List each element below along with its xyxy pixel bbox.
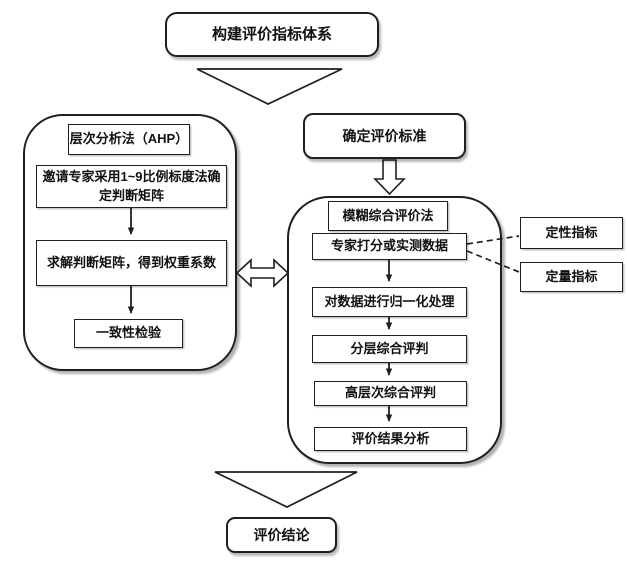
node-build-evaluation-index-system: 构建评价指标体系 <box>165 12 379 57</box>
top-down-triangle-icon <box>196 68 343 105</box>
criteria-block-arrow-down-icon <box>373 159 406 196</box>
fuzzy-step-layered-evaluation: 分层综合评判 <box>312 335 467 363</box>
node-evaluation-conclusion: 评价结论 <box>226 517 337 553</box>
exchange-double-arrow-icon <box>235 258 290 288</box>
qualitative-indicator-box: 定性指标 <box>520 217 623 249</box>
node-determine-evaluation-criteria: 确定评价标准 <box>303 113 466 159</box>
ahp-step-consistency-check: 一致性检验 <box>74 319 183 348</box>
ahp-step-judgment-matrix: 邀请专家采用1~9比例标度法确定判断矩阵 <box>36 165 227 208</box>
fuzzy-step-high-level-evaluation: 高层次综合评判 <box>314 381 467 406</box>
fuzzy-step-result-analysis: 评价结果分析 <box>314 427 467 451</box>
bottom-down-triangle-icon <box>214 471 358 508</box>
ahp-step-solve-weights: 求解判断矩阵，得到权重系数 <box>36 240 227 286</box>
fuzzy-title-box: 模糊综合评价法 <box>328 201 448 231</box>
ahp-title-box: 层次分析法（AHP） <box>68 124 190 155</box>
quantitative-indicator-box: 定量指标 <box>520 262 623 292</box>
fuzzy-step-normalization: 对数据进行归一化处理 <box>312 287 467 317</box>
fuzzy-step-expert-scoring: 专家打分或实测数据 <box>312 233 467 260</box>
